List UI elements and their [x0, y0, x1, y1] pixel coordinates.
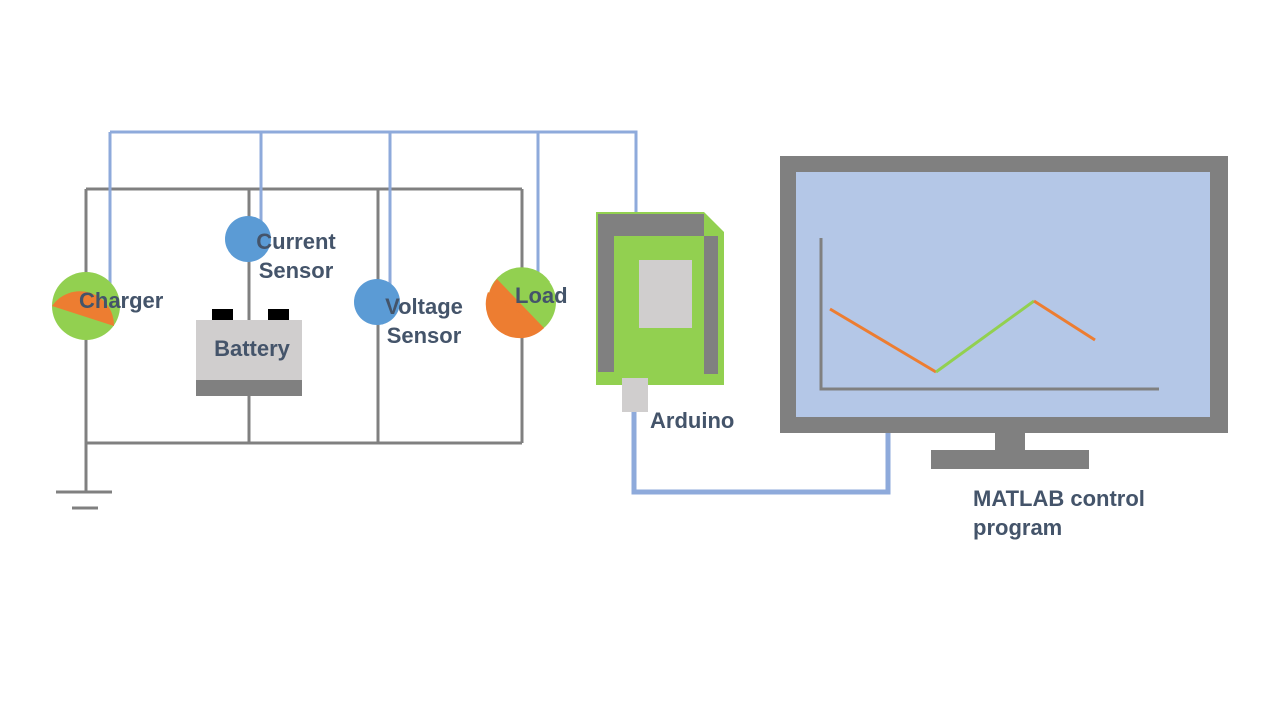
arduino-icon — [596, 212, 724, 412]
monitor-icon — [780, 156, 1228, 469]
battery-terminal-left — [212, 309, 233, 320]
battery-label: Battery — [214, 336, 290, 361]
matlab-label-line1: MATLAB control — [973, 486, 1145, 511]
plot-segment-3 — [1033, 299, 1096, 342]
monitor-screen — [796, 172, 1210, 417]
charger-label: Charger — [79, 288, 164, 313]
current-sensor-icon — [225, 216, 271, 262]
monitor-neck — [995, 433, 1025, 450]
voltage-sensor-icon — [354, 279, 400, 325]
matlab-label: MATLAB control program — [973, 484, 1145, 542]
battery-base — [196, 380, 302, 396]
monitor-stand — [931, 450, 1089, 469]
voltage-sensor-label-line2: Sensor — [386, 323, 462, 348]
usb-cable — [631, 412, 891, 495]
plot-segment-2 — [935, 299, 1035, 374]
signal-bus — [110, 130, 638, 214]
arduino-header-frame — [598, 214, 704, 372]
signal-wires — [108, 130, 891, 495]
plot-axes — [819, 238, 1159, 391]
plot-segment-1 — [829, 307, 937, 374]
load-label: Load — [515, 283, 568, 308]
voltage-sensor-label: Voltage Sensor — [378, 292, 470, 350]
arduino-usb-port — [622, 378, 648, 412]
voltage-sensor-label-line1: Voltage — [385, 294, 463, 319]
battery-icon — [196, 309, 302, 396]
charger-icon — [52, 272, 120, 340]
current-sensor-label: Current Sensor — [250, 227, 342, 285]
arduino-header-right — [704, 236, 718, 374]
load-icon — [485, 267, 556, 339]
battery-body — [196, 320, 302, 380]
battery-terminal-right — [268, 309, 289, 320]
matlab-label-line2: program — [973, 515, 1063, 540]
arduino-chip — [639, 260, 692, 328]
current-sensor-label-line1: Current — [256, 229, 336, 254]
current-sensor-label-line2: Sensor — [258, 258, 334, 283]
arduino-label: Arduino — [650, 408, 735, 433]
